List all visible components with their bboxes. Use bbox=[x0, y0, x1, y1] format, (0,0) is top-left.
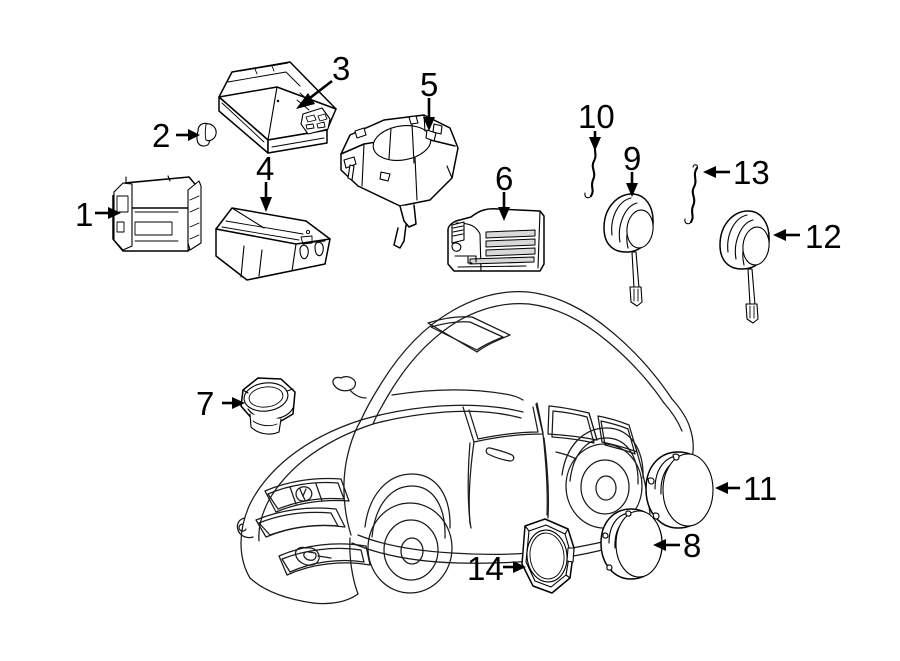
callout-label-8[interactable]: 8 bbox=[683, 527, 701, 564]
part-2-antenna-base-cap[interactable] bbox=[196, 122, 217, 147]
part-5-subwoofer-bracket[interactable] bbox=[340, 114, 459, 249]
part-14-speaker-mounting-adapter-ring[interactable] bbox=[521, 518, 575, 594]
callout-label-11[interactable]: 11 bbox=[743, 470, 777, 507]
callout-label-10[interactable]: 10 bbox=[578, 98, 615, 135]
callout-label-2[interactable]: 2 bbox=[152, 117, 170, 154]
part-8-rear-door-speaker[interactable] bbox=[600, 508, 663, 580]
part-13-tweeter-retainer-clip-right[interactable] bbox=[684, 164, 699, 225]
part-6-speaker-trim-grille[interactable] bbox=[447, 208, 545, 272]
part-12-tweeter-right[interactable] bbox=[719, 210, 771, 324]
callout-label-3[interactable]: 3 bbox=[332, 50, 350, 87]
part-11-front-door-speaker[interactable] bbox=[645, 451, 714, 529]
callout-label-5[interactable]: 5 bbox=[420, 66, 438, 103]
part-9-tweeter-left[interactable] bbox=[603, 193, 655, 307]
callout-label-13[interactable]: 13 bbox=[733, 154, 770, 191]
callout-label-7[interactable]: 7 bbox=[196, 385, 214, 422]
part-4-cd-changer[interactable] bbox=[215, 207, 331, 281]
callout-label-6[interactable]: 6 bbox=[495, 160, 513, 197]
part-7-dash-center-speaker[interactable] bbox=[240, 377, 296, 435]
part-1-radio-head-unit[interactable] bbox=[112, 175, 202, 252]
callout-numbers: 1 2 3 4 5 6 7 8 9 10 11 12 13 14 bbox=[75, 50, 842, 587]
callout-label-1[interactable]: 1 bbox=[75, 196, 93, 233]
callout-label-12[interactable]: 12 bbox=[805, 218, 842, 255]
callout-label-14[interactable]: 14 bbox=[467, 550, 504, 587]
callout-label-4[interactable]: 4 bbox=[256, 150, 274, 187]
part-3-amplifier-module[interactable] bbox=[218, 61, 337, 154]
callout-label-9[interactable]: 9 bbox=[623, 140, 641, 177]
callout-leaders bbox=[95, 79, 800, 573]
